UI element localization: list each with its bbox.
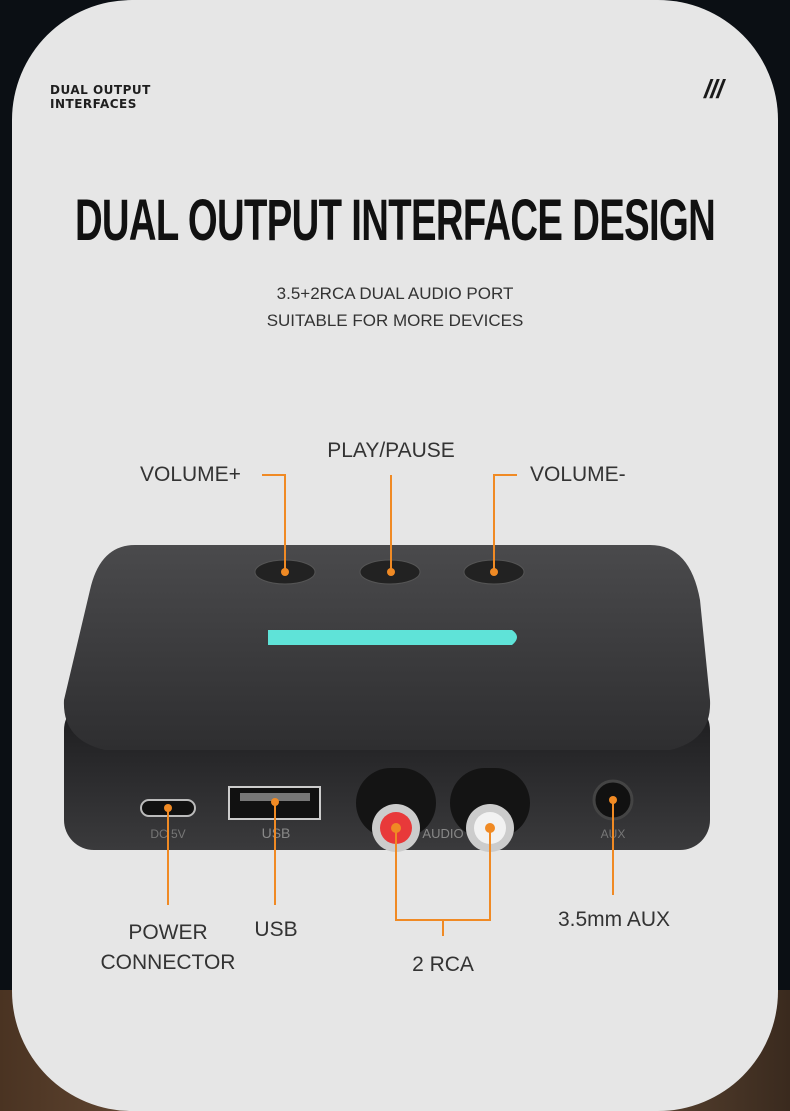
usb-tongue [240, 793, 310, 801]
audio-label: AUDIO [422, 826, 463, 841]
volume-up-label: VOLUME+ [140, 463, 241, 486]
callout-dots [164, 568, 617, 833]
aux-label: 3.5mm AUX [557, 908, 671, 931]
page-title: DUAL OUTPUT INTERFACE DESIGN [74, 188, 716, 253]
tag-line-1: DUAL OUTPUT [50, 83, 151, 97]
play-pause-label: PLAY/PAUSE [327, 439, 455, 462]
slashes-decor: /// [704, 74, 724, 104]
subtitle-line-1: 3.5+2RCA DUAL AUDIO PORT [276, 284, 514, 303]
tag-line-2: INTERFACES [50, 97, 137, 111]
volume-down-label: VOLUME- [530, 463, 626, 486]
subtitle-line-2: SUITABLE FOR MORE DEVICES [266, 311, 524, 330]
power-label-line-2: CONNECTOR [100, 951, 236, 974]
device-top [63, 545, 711, 750]
power-connector-label: POWER CONNECTOR [88, 918, 248, 978]
rca-label: 2 RCA [412, 953, 474, 976]
callout-lines [167, 474, 614, 936]
usb-label: USB [254, 918, 298, 941]
light-bar [268, 630, 517, 645]
power-label-line-1: POWER [128, 921, 208, 944]
